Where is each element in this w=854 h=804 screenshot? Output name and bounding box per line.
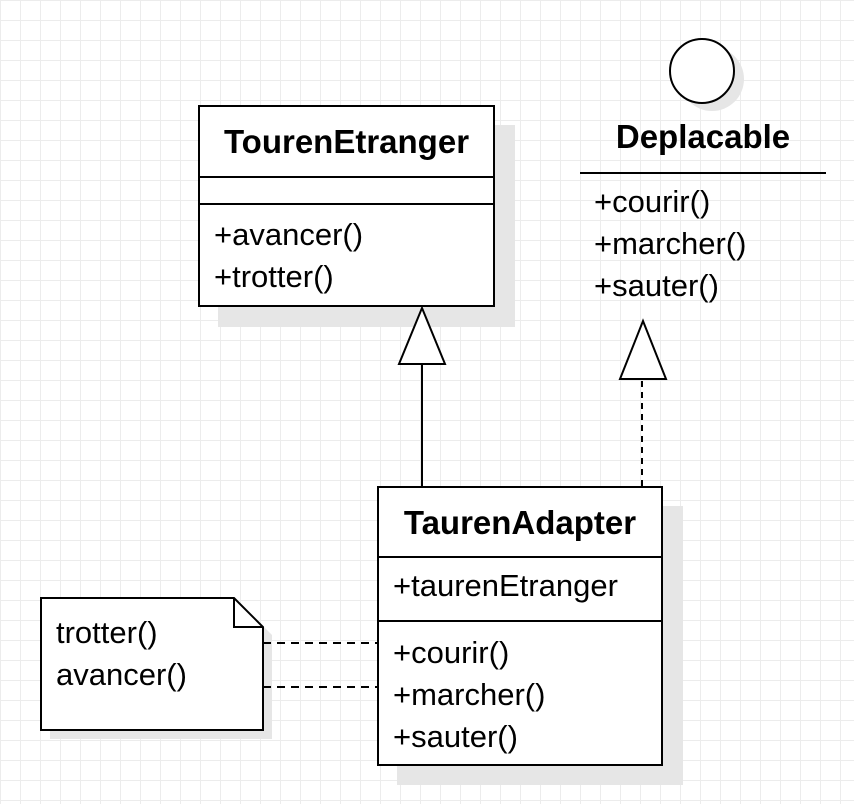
deplacable-title: Deplacable	[615, 118, 791, 155]
deplacable-method-sauter: +sauter()	[594, 268, 719, 303]
realization-arrowhead	[618, 318, 668, 380]
tauren-adapter-title: TaurenAdapter	[403, 504, 637, 541]
adapter-method-sauter: +sauter()	[393, 719, 518, 754]
generalization-arrowhead	[397, 305, 447, 365]
touren-method-trotter: +trotter()	[214, 259, 334, 294]
tauren-adapter-class[interactable]: TaurenAdapter +taurenEtranger +courir() …	[377, 486, 663, 766]
touren-divider-bottom	[200, 203, 493, 205]
deplacable-method-marcher: +marcher()	[594, 226, 747, 261]
adapter-method-courir: +courir()	[393, 635, 510, 670]
adapter-method-marcher: +marcher()	[393, 677, 546, 712]
note-body	[40, 597, 264, 731]
adapter-attribute: +taurenEtranger	[393, 568, 618, 603]
touren-etranger-class[interactable]: TourenEtranger +avancer() +trotter()	[198, 105, 495, 307]
note-line-avancer: avancer()	[56, 657, 187, 692]
touren-divider-top	[200, 176, 493, 178]
touren-method-avancer: +avancer()	[214, 217, 364, 252]
note-fold	[233, 598, 263, 628]
adapter-divider-bottom	[379, 620, 661, 622]
interface-circle-icon	[669, 38, 735, 104]
touren-etranger-title: TourenEtranger	[223, 123, 470, 160]
adapter-divider-top	[379, 556, 661, 558]
note-line-trotter: trotter()	[56, 615, 158, 650]
deplacable-method-courir: +courir()	[594, 184, 711, 219]
